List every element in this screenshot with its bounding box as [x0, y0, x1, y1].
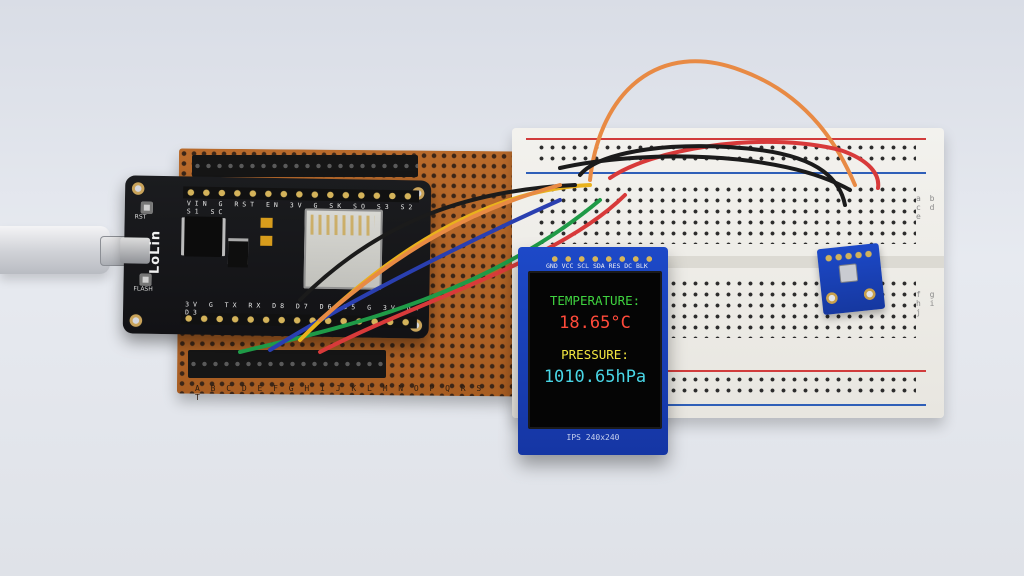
display-screen: TEMPERATURE: 18.65°C PRESSURE: 1010.65hP… [528, 271, 662, 429]
display-pin-header [548, 255, 658, 263]
row-letters-lower: f g h i j [916, 290, 937, 317]
wire-black [558, 154, 852, 192]
pressure-label: PRESSURE: [561, 347, 629, 362]
wire-black [578, 144, 847, 207]
wire-orange [318, 183, 562, 322]
power-rail-negative [526, 404, 926, 406]
display-model-label: IPS 240x240 [566, 433, 620, 442]
usb-cable [0, 226, 110, 274]
wire-black [298, 183, 577, 302]
temperature-label: TEMPERATURE: [549, 293, 641, 308]
power-rail-negative [526, 172, 926, 174]
display-pin-labels: GND VCC SCL SDA RES DC BLK [546, 262, 648, 270]
perfboard-row-letters: A B C D E F G H I J K L M N O P Q R S T [195, 384, 485, 402]
power-rail-positive [526, 138, 926, 140]
wire-red [318, 193, 627, 354]
female-header-bottom [188, 350, 386, 378]
wire-orange [588, 59, 857, 187]
tft-display-board: GND VCC SCL SDA RES DC BLK TEMPERATURE: … [518, 247, 668, 455]
power-rail-positive [526, 370, 926, 372]
row-letters-upper: a b c d e [916, 194, 937, 221]
pressure-value: 1010.65hPa [543, 367, 647, 387]
wire-blue [268, 198, 562, 352]
terminal-strip-upper [536, 184, 916, 244]
wire-red [608, 139, 881, 190]
female-header-top [192, 155, 418, 177]
temperature-value: 18.65°C [559, 313, 631, 333]
